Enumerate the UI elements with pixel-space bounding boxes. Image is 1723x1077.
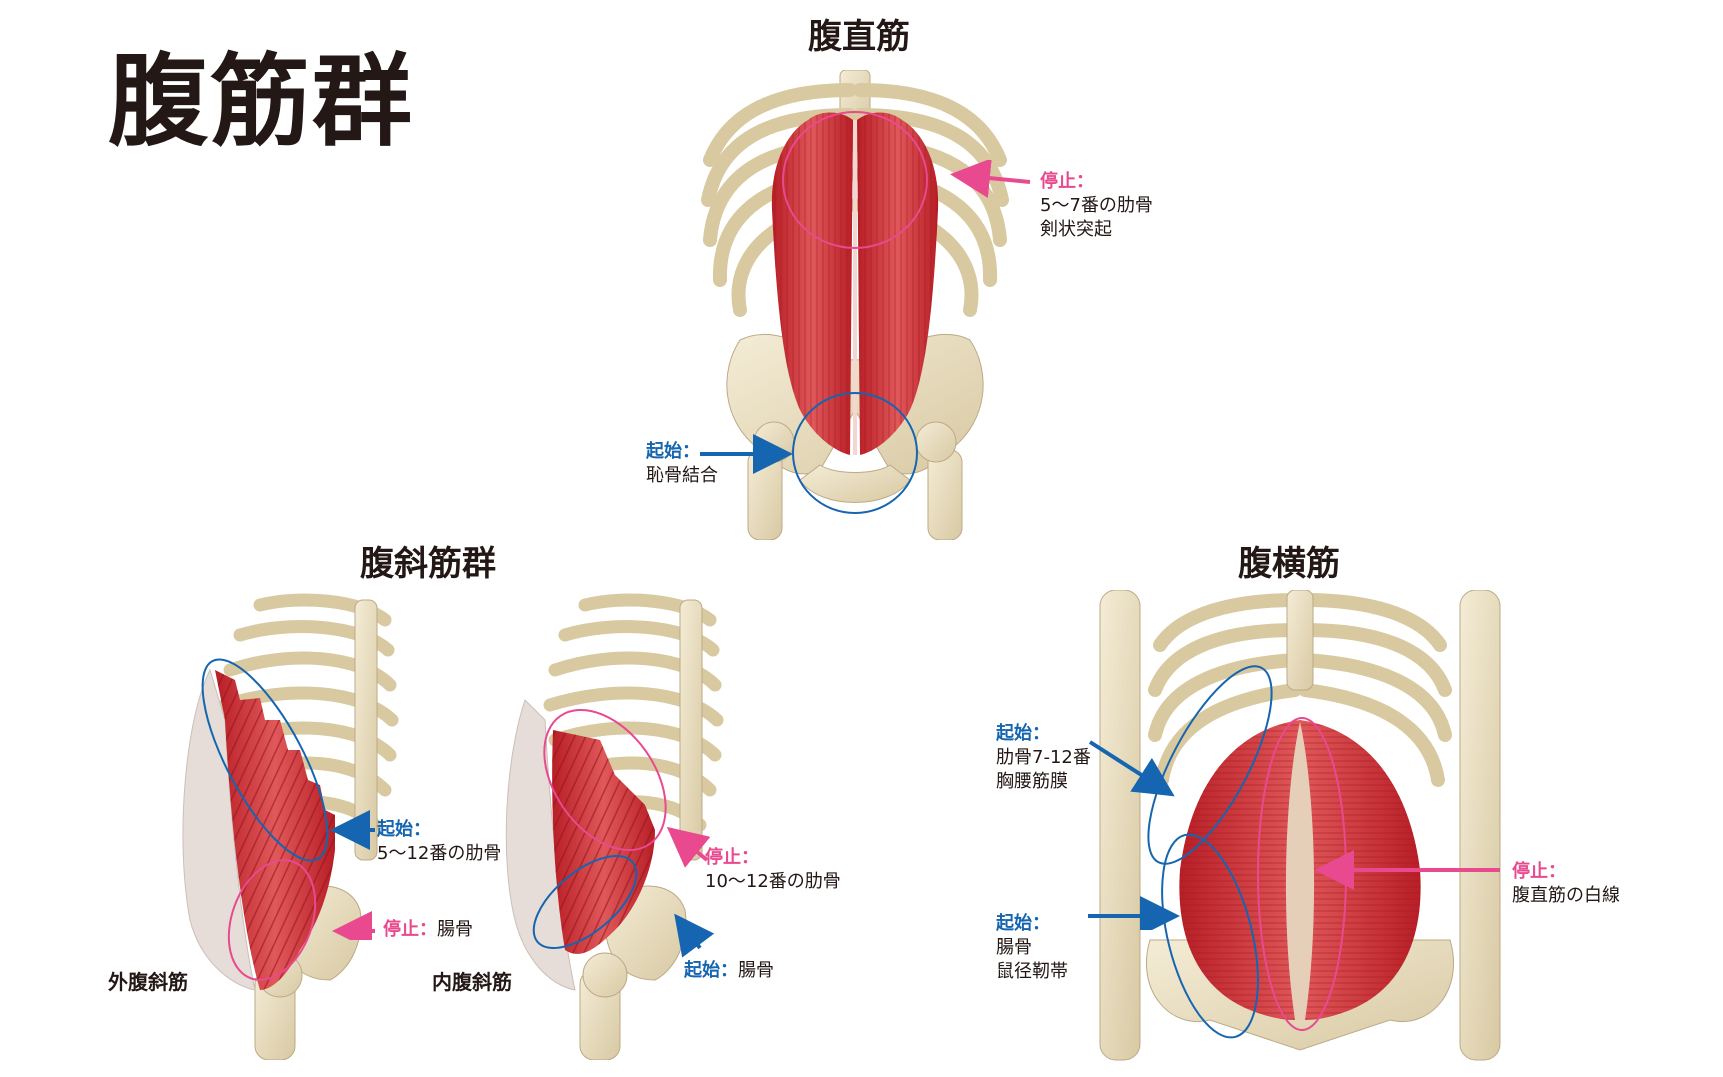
oblique-heading: 腹斜筋群 xyxy=(360,544,496,584)
transverse-origin-lower-label: 起始： 腸骨 鼠径靭帯 xyxy=(996,912,1068,984)
transverse-origin-upper-circle xyxy=(1147,665,1273,865)
transverse-origin-lower-heading: 起始： xyxy=(996,913,1050,934)
external-oblique-aponeurosis xyxy=(182,668,256,991)
transverse-origin-lower-line-1: 腸骨 xyxy=(996,937,1032,958)
transverse-heading: 腹横筋 xyxy=(1238,544,1340,584)
rectus-origin-line-1: 恥骨結合 xyxy=(646,465,718,486)
external-oblique-insertion-value: 腸骨 xyxy=(437,919,473,940)
transverse-origin-upper-line-1: 肋骨7-12番 xyxy=(996,747,1091,768)
transverse-arrows xyxy=(1088,740,1500,930)
transverse-origin-upper-line-2: 胸腰筋膜 xyxy=(996,771,1068,792)
internal-oblique-origin-label: 起始：腸骨 xyxy=(684,959,774,983)
rectus-insertion-heading: 停止： xyxy=(1040,171,1094,192)
internal-oblique-insertion-heading: 停止： xyxy=(705,847,759,868)
rectus-insertion-line-2: 剣状突起 xyxy=(1040,219,1112,240)
rectus-insertion-circle xyxy=(782,111,928,249)
external-oblique-origin-line-1: 5〜12番の肋骨 xyxy=(377,843,502,864)
transverse-origin-upper-heading: 起始： xyxy=(996,723,1050,744)
internal-oblique-insertion-label: 停止： 10〜12番の肋骨 xyxy=(705,846,841,894)
internal-oblique-origin-arrow xyxy=(674,913,715,958)
internal-oblique-name: 内腹斜筋 xyxy=(432,970,512,994)
internal-oblique-arrows xyxy=(666,826,715,958)
internal-oblique-figure xyxy=(505,593,724,1060)
internal-oblique-aponeurosis xyxy=(505,699,576,991)
page-title: 腹筋群 xyxy=(108,43,414,160)
rectus-heading: 腹直筋 xyxy=(808,17,910,57)
transverse-origin-upper-label: 起始： 肋骨7-12番 胸腰筋膜 xyxy=(996,722,1091,794)
transverse-origin-upper-arrow xyxy=(1088,740,1175,797)
external-oblique-arrows xyxy=(330,810,375,940)
external-oblique-name: 外腹斜筋 xyxy=(108,970,188,994)
rectus-origin-heading: 起始： xyxy=(646,441,700,462)
rectus-insertion-label: 停止： 5〜7番の肋骨 剣状突起 xyxy=(1040,170,1153,242)
internal-oblique-origin-heading: 起始： xyxy=(684,960,738,981)
external-oblique-origin-heading: 起始： xyxy=(377,819,431,840)
external-oblique-insertion-circle xyxy=(227,859,317,981)
internal-oblique-insertion-line-1: 10〜12番の肋骨 xyxy=(705,871,841,892)
external-oblique-insertion-heading: 停止： xyxy=(383,919,437,940)
internal-oblique-origin-circle xyxy=(532,854,638,950)
external-oblique-insertion-label: 停止：腸骨 xyxy=(383,918,473,942)
external-oblique-origin-label: 起始： 5〜12番の肋骨 xyxy=(377,818,501,866)
external-oblique-origin-circle xyxy=(201,658,329,862)
transverse-origin-lower-line-2: 鼠径靭帯 xyxy=(996,961,1068,982)
transverse-insertion-label: 停止： 腹直筋の白線 xyxy=(1512,860,1620,908)
linea-alba xyxy=(1285,722,1315,1020)
transverse-origin-lower-circle xyxy=(1161,833,1259,1039)
transverse-insertion-heading: 停止： xyxy=(1512,861,1566,882)
rectus-origin-label: 起始： 恥骨結合 xyxy=(646,440,718,488)
transverse-insertion-line-1: 腹直筋の白線 xyxy=(1512,885,1620,906)
internal-oblique-insertion-arrow xyxy=(666,826,711,868)
rectus-arrows xyxy=(700,160,1031,474)
rectus-insertion-arrow xyxy=(950,160,1031,199)
rectus-insertion-line-1: 5〜7番の肋骨 xyxy=(1040,195,1153,216)
rectus-origin-circle xyxy=(792,392,918,514)
rectus-muscle xyxy=(771,112,939,455)
transverse-figure xyxy=(1099,590,1501,1061)
internal-oblique-origin-value: 腸骨 xyxy=(738,960,774,981)
internal-oblique-insertion-circle xyxy=(543,708,667,852)
